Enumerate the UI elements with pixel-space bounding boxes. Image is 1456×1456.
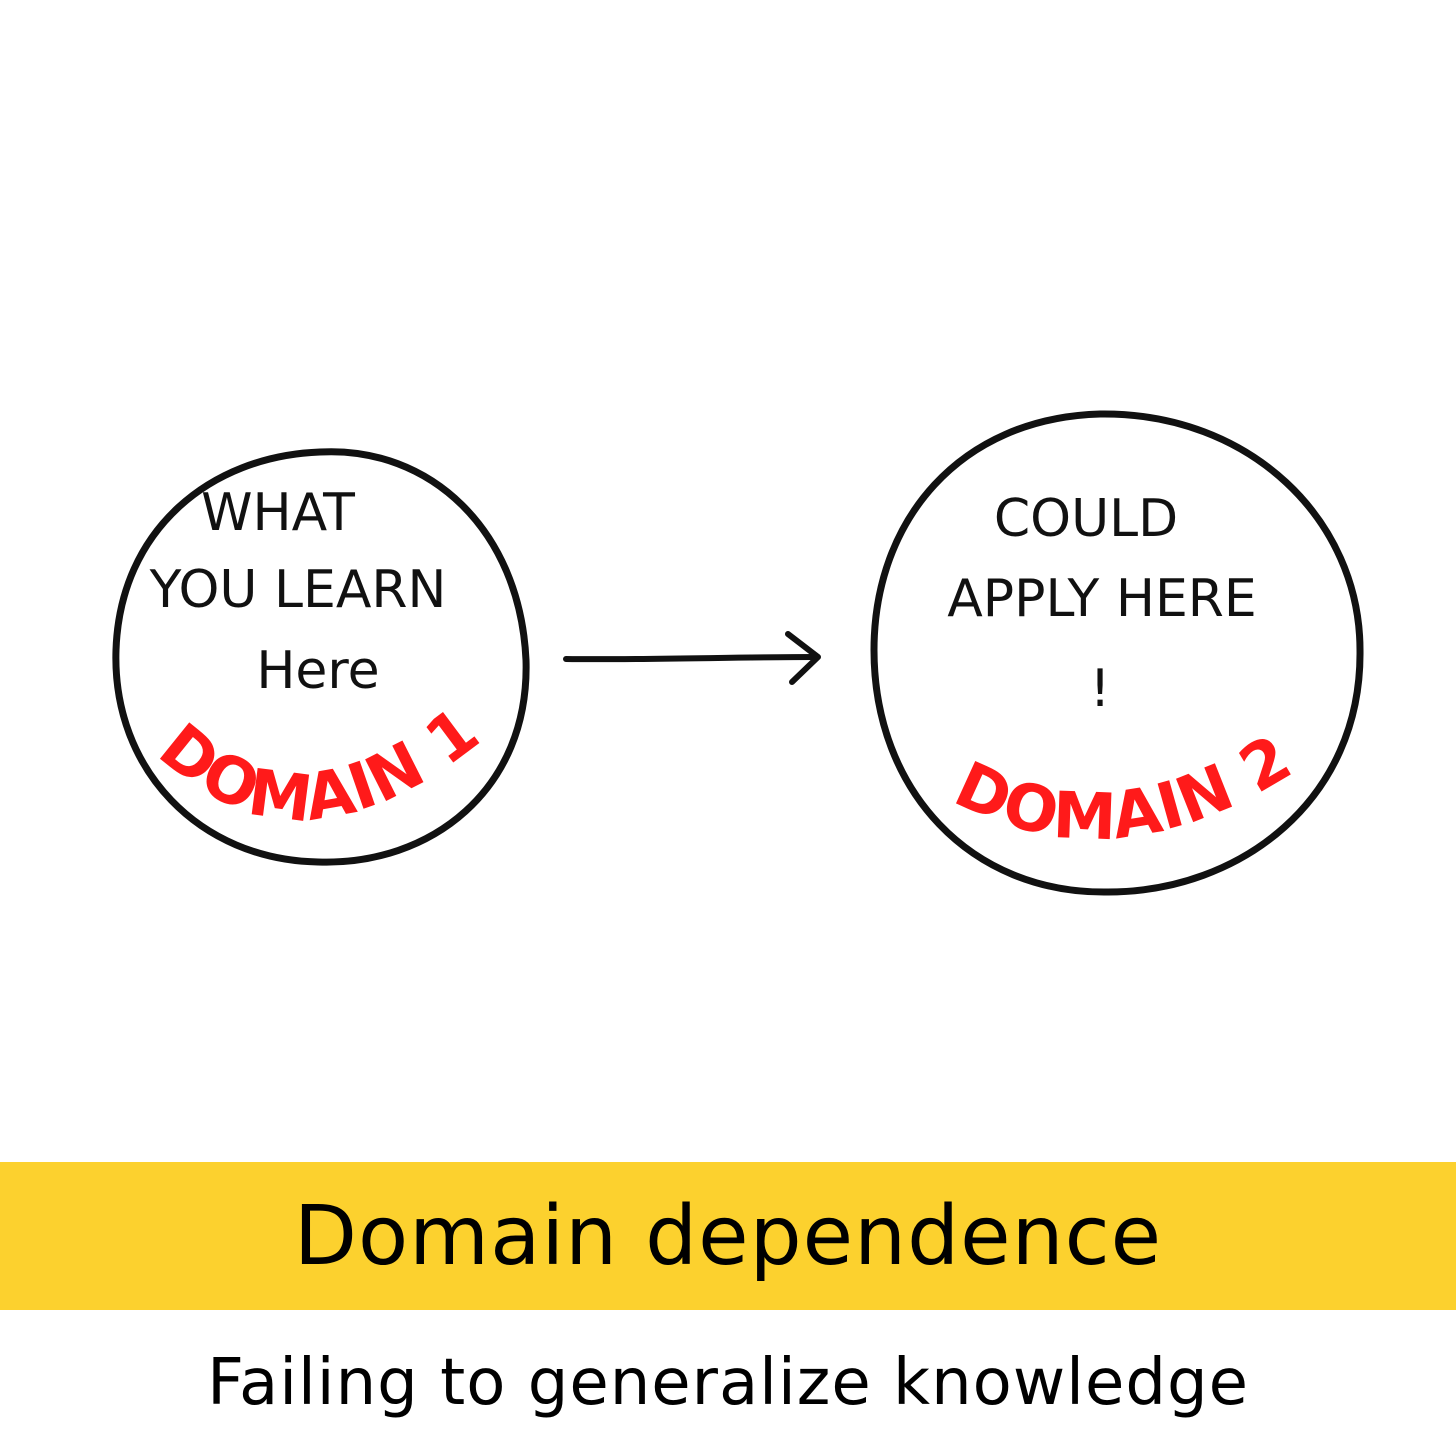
domain-2-circle <box>870 410 1364 896</box>
domain-1-label: DOMAIN 1 <box>145 694 492 838</box>
domain-2-line-could: COULD <box>994 489 1178 549</box>
domain-2-line-exclamation: ! <box>1090 659 1111 719</box>
domain-2-label: DOMAIN 2 <box>944 722 1304 856</box>
domain-1-line-what: WHAT <box>201 483 355 543</box>
domain-1-group: WHAT YOU LEARN Here DOMAIN 1 <box>112 448 530 866</box>
domain-1-line-here: Here <box>256 641 379 701</box>
domain-1-label-path: DOMAIN 1 <box>145 694 492 838</box>
title-band: Domain dependence <box>0 1162 1456 1310</box>
arrow-right-icon <box>563 631 821 685</box>
domain-2-group: COULD APPLY HERE ! DOMAIN 2 <box>870 410 1364 896</box>
domain-diagram: WHAT YOU LEARN Here DOMAIN 1 COULD APPLY… <box>112 410 1364 896</box>
page-subtitle: Failing to generalize knowledge <box>207 1346 1249 1420</box>
domain-2-line-apply-here: APPLY HERE <box>947 569 1257 629</box>
domain-2-label-path: DOMAIN 2 <box>944 722 1304 856</box>
domain-1-line-you-learn: YOU LEARN <box>149 560 447 620</box>
subtitle-band: Failing to generalize knowledge <box>0 1310 1456 1456</box>
domain-1-circle <box>112 448 530 866</box>
page-title: Domain dependence <box>293 1188 1163 1284</box>
